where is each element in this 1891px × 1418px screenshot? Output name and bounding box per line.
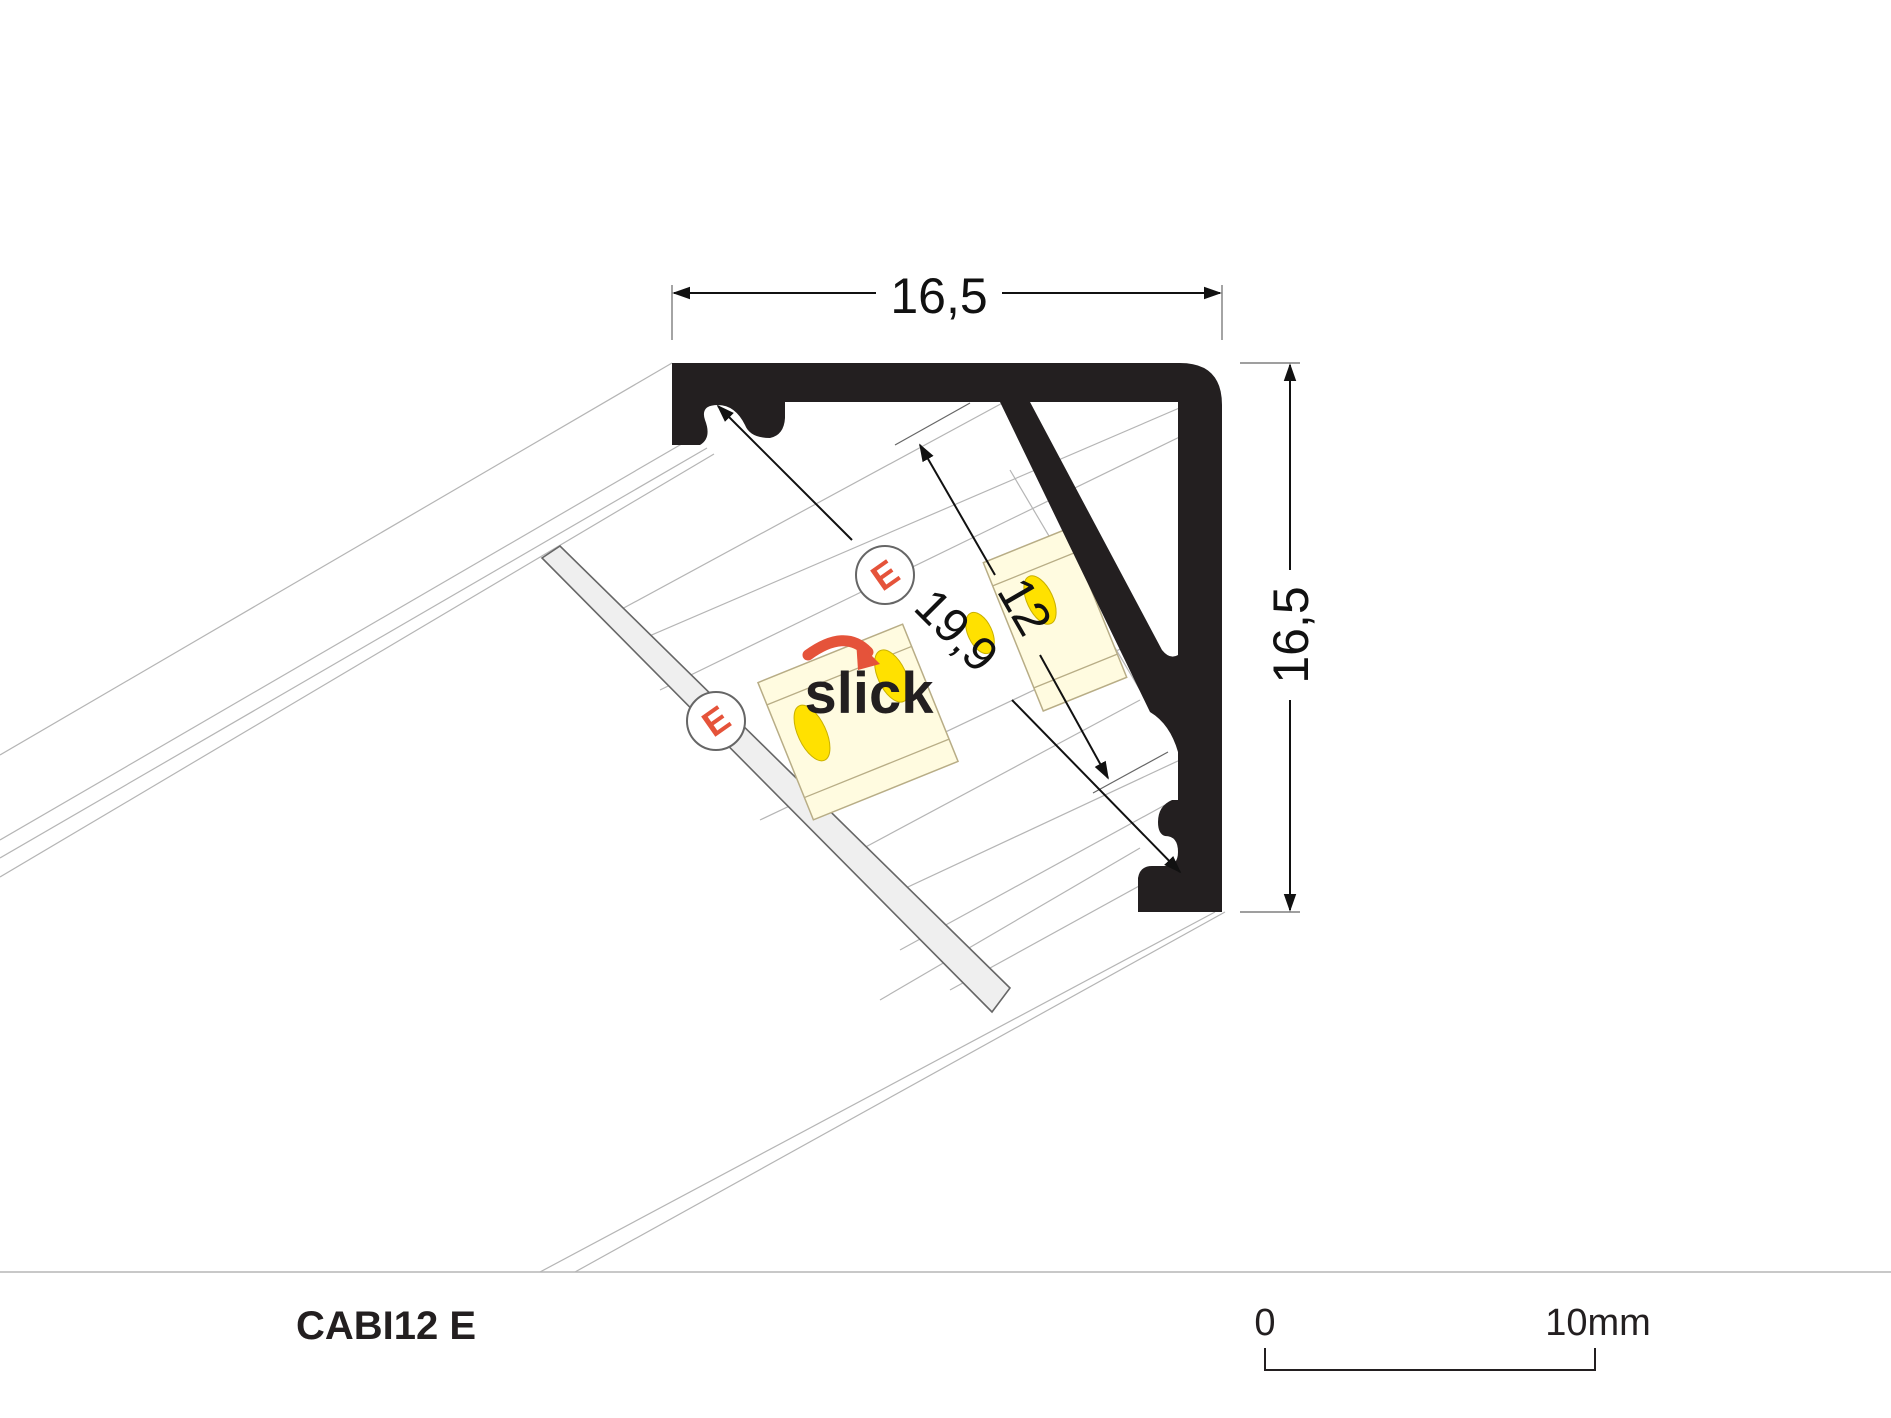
e-badge-upper: E xyxy=(855,545,915,605)
scale-end-label: 10mm xyxy=(1545,1302,1651,1344)
led-strip-left xyxy=(756,623,960,821)
led-chip xyxy=(965,611,995,655)
dim-right-height: 16,5 xyxy=(1240,362,1319,913)
perspective-lines xyxy=(0,362,1226,1273)
dim-top-width: 16,5 xyxy=(671,268,1223,340)
slick-logo-text: slick xyxy=(805,661,935,726)
e-badge-cover: E xyxy=(686,691,746,751)
led-chips xyxy=(793,575,1057,762)
slick-logo: slick xyxy=(802,635,935,726)
led-chip xyxy=(793,704,831,762)
led-chip xyxy=(874,649,910,703)
dim-right-height-label: 16,5 xyxy=(1263,586,1319,683)
led-chip xyxy=(1023,575,1057,625)
scale-start-label: 0 xyxy=(1254,1302,1275,1344)
dim-top-width-label: 16,5 xyxy=(890,268,987,324)
product-code: CABI12 E xyxy=(296,1304,476,1348)
diffuser-cover xyxy=(540,544,1012,1014)
scale-bar: 0 10mm xyxy=(1254,1302,1651,1371)
